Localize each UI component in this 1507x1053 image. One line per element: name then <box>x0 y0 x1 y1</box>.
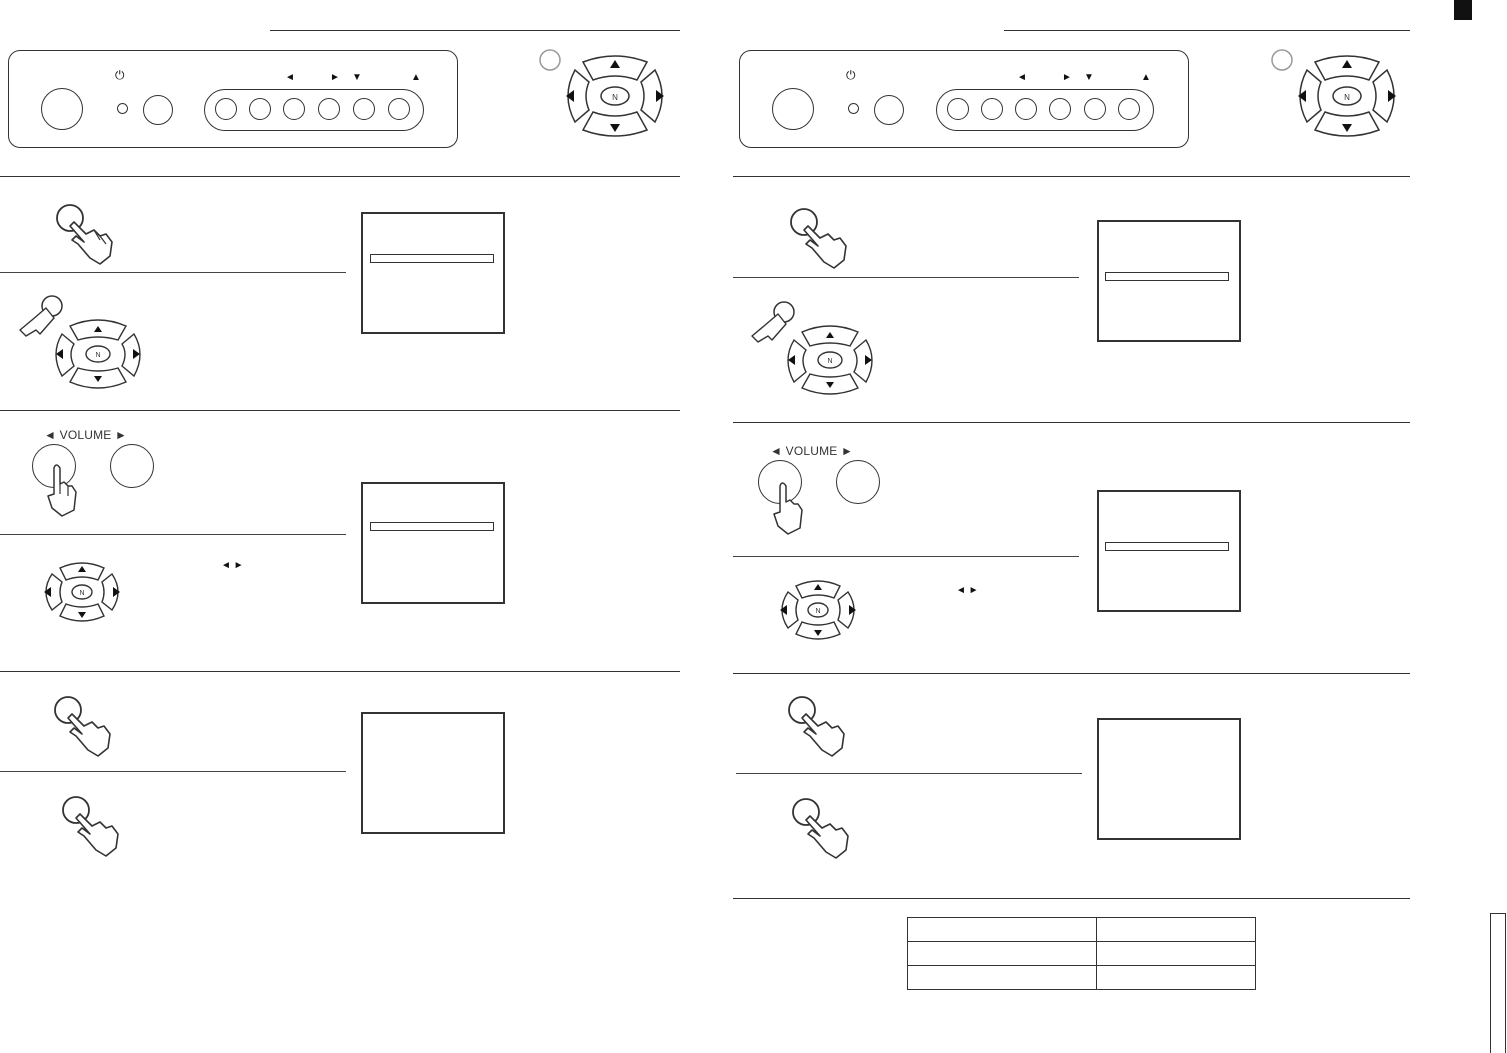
page-side-tab <box>1490 913 1506 1053</box>
section-rule <box>733 422 1410 423</box>
standby-button[interactable] <box>874 95 904 125</box>
power-icon: ⏻ <box>846 68 856 82</box>
remote-nav-pad[interactable]: N <box>1267 48 1407 144</box>
menu-highlight-bar <box>1105 542 1229 551</box>
hand-press-button-icon <box>792 798 849 859</box>
table-cell <box>1096 917 1256 942</box>
right-arrow-label: ► <box>1062 72 1072 83</box>
panel-rule <box>0 176 680 177</box>
menu-highlight-bar <box>370 254 494 263</box>
remote-nav-icon[interactable]: N <box>30 558 134 626</box>
standby-button[interactable] <box>143 95 173 125</box>
control-button-row <box>936 89 1154 131</box>
section-rule <box>733 673 1410 674</box>
panel-button-6[interactable] <box>1118 98 1140 120</box>
main-power-button[interactable] <box>772 88 814 130</box>
panel-button-1[interactable] <box>947 98 969 120</box>
section-rule <box>0 671 680 672</box>
step-divider <box>0 534 346 535</box>
hand-press-button-icon <box>788 696 845 757</box>
step-divider <box>0 771 346 772</box>
step-divider <box>0 272 346 273</box>
standby-led <box>848 103 859 114</box>
osd-screen-1 <box>1097 220 1241 342</box>
header-rule <box>1004 30 1410 31</box>
hand-pointer-icon <box>47 464 77 517</box>
volume-label: ◄ VOLUME ► <box>44 428 128 442</box>
front-panel: ⏻ ◄ ► ▼ ▲ <box>8 50 458 148</box>
panel-button-6[interactable] <box>388 98 410 120</box>
panel-button-2[interactable] <box>249 98 271 120</box>
step-divider <box>736 773 1082 774</box>
main-power-button[interactable] <box>41 88 83 130</box>
step-divider <box>733 556 1079 557</box>
header-rule <box>270 30 680 31</box>
hand-press-button-icon <box>56 204 113 265</box>
panel-button-5[interactable] <box>353 98 375 120</box>
table-cell <box>1096 941 1256 966</box>
volume-label: ◄ VOLUME ► <box>770 444 854 458</box>
osd-screen-2 <box>361 482 505 604</box>
osd-screen-3 <box>361 712 505 834</box>
summary-table <box>907 917 1256 990</box>
table-cell <box>907 917 1097 942</box>
svg-text:N: N <box>79 590 84 597</box>
arrow-hint: ◄ ► <box>956 585 979 596</box>
panel-button-4[interactable] <box>318 98 340 120</box>
table-row <box>907 917 1256 942</box>
table-cell <box>907 965 1097 990</box>
panel-button-3[interactable] <box>283 98 305 120</box>
hand-press-remote-icon[interactable]: N <box>742 296 892 396</box>
panel-button-2[interactable] <box>981 98 1003 120</box>
osd-screen-3 <box>1097 718 1241 840</box>
menu-highlight-bar <box>370 522 494 531</box>
left-arrow-label: ◄ <box>285 72 295 83</box>
up-arrow-label: ▲ <box>411 72 421 83</box>
osd-screen-2 <box>1097 490 1241 612</box>
page-corner-mark <box>1454 0 1472 20</box>
standby-led <box>117 103 128 114</box>
volume-up-button[interactable] <box>110 444 154 488</box>
panel-rule <box>733 176 1410 177</box>
hand-press-button-icon <box>54 696 111 757</box>
panel-button-4[interactable] <box>1049 98 1071 120</box>
svg-text:N: N <box>815 608 820 615</box>
table-row <box>907 941 1256 966</box>
front-panel: ⏻ ◄ ► ▼ ▲ <box>739 50 1189 148</box>
section-rule <box>733 898 1410 899</box>
table-row <box>907 965 1256 990</box>
section-rule <box>0 410 680 411</box>
menu-highlight-bar <box>1105 272 1229 281</box>
right-arrow-label: ► <box>330 72 340 83</box>
svg-text:N: N <box>95 352 100 359</box>
arrow-hint: ◄ ► <box>221 560 244 571</box>
down-arrow-label: ▼ <box>352 72 362 83</box>
volume-up-button[interactable] <box>836 460 880 504</box>
left-arrow-label: ◄ <box>1017 72 1027 83</box>
table-cell <box>1096 965 1256 990</box>
panel-button-3[interactable] <box>1015 98 1037 120</box>
up-arrow-label: ▲ <box>1141 72 1151 83</box>
hand-pointer-icon <box>773 482 803 535</box>
panel-button-5[interactable] <box>1084 98 1106 120</box>
panel-button-1[interactable] <box>215 98 237 120</box>
control-button-row <box>204 89 424 131</box>
remote-nav-icon[interactable]: N <box>766 576 870 644</box>
power-icon: ⏻ <box>115 68 125 82</box>
svg-text:N: N <box>1344 93 1350 102</box>
step-divider <box>733 277 1079 278</box>
hand-press-button-icon <box>62 796 119 857</box>
svg-text:N: N <box>827 358 832 365</box>
hand-press-remote-icon[interactable]: N <box>10 290 160 390</box>
remote-nav-pad[interactable]: N <box>535 48 675 144</box>
down-arrow-label: ▼ <box>1084 72 1094 83</box>
nav-center-label: N <box>612 93 618 102</box>
table-cell <box>907 941 1097 966</box>
hand-press-button-icon <box>790 208 847 269</box>
osd-screen-1 <box>361 212 505 334</box>
